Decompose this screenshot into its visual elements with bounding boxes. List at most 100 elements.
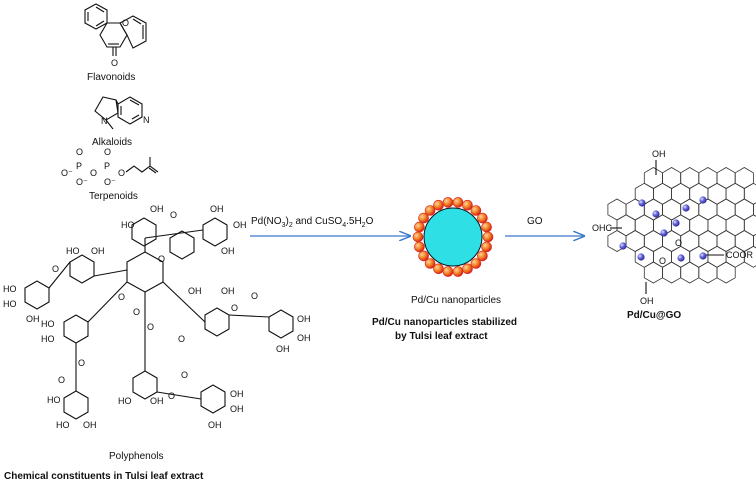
graphene-hexagon [716,167,736,189]
flavonoid-ring-oxygen: O [122,18,129,28]
terpenoid-p-2: P [104,161,110,171]
graphene-hexagon [662,198,682,221]
nanoparticle-shell-sphere [470,258,482,269]
graphene-hexagon [698,261,718,284]
oh-right-1: OH [188,286,202,296]
graphene-oxide-sheet [607,167,756,284]
oh-left-5: OH [91,246,105,256]
o-ester-left: O [118,292,125,302]
graphene-hexagon [698,167,718,189]
nanoparticle-shell-sphere [462,263,473,275]
nanoparticle-shell-sphere [414,221,425,233]
ho-lower-left-1: HO [47,395,61,405]
oh-bottom-right-1: OH [230,389,244,399]
nanoparticle-caption-line2: by Tulsi leaf extract [395,331,488,342]
graphene-hexagon [643,230,663,252]
oh-far-right-3: OH [276,344,290,354]
nanoparticle-shell-sphere [442,266,454,277]
ho-left-4: HO [66,246,80,256]
nanoparticle-shell-sphere [481,221,492,233]
flavonoid-carbonyl-oxygen: O [111,58,118,68]
oh-top-5: OH [150,204,164,214]
oh-bottom-right-3: OH [208,420,222,430]
terpenoid-o-bottom-2: O⁻ [104,177,116,187]
nanoparticle-shell-sphere [424,205,436,216]
pd-cu-nanoparticle [412,197,494,277]
o-ketone-left: O [52,264,59,274]
graphene-hexagon [725,182,745,205]
alkaloid-pyridine-n: N [143,115,150,125]
ho-left-1: HO [3,284,17,294]
o-ester-right: O [231,303,238,313]
nanoparticle-shell-sphere [462,199,473,211]
pd-cu-particle [652,210,660,218]
terpenoids-label: Terpenoids [89,191,138,202]
ho-left-2: HO [3,299,17,309]
nanoparticle-core [423,207,483,267]
o-carbonyl-right: O [178,334,185,344]
nanoparticle-shell-sphere [470,205,482,216]
nanoparticle-shell-sphere [482,231,494,243]
graphene-hexagon [662,167,682,189]
graphene-hexagon [707,182,727,205]
o-link-lower-left: O [78,358,85,368]
terpenoid-o-top-2: O [104,147,111,157]
nanoparticle-shell-sphere [424,258,436,269]
go-oh-top: OH [652,149,666,159]
graphene-hexagon [671,182,691,205]
alkaloid-pyrrolidine-n: N [101,116,108,126]
graphene-hexagon [607,198,627,221]
graphene-hexagon [698,230,718,252]
pd-cu-particle [660,229,668,237]
nanoparticle-shell-sphere [481,241,492,253]
graphene-hexagon [643,167,663,189]
pd-cu-particle [619,242,627,250]
nanoparticle-shell-sphere [412,231,424,243]
go-epoxide-o-2: O [659,256,666,266]
terpenoid-o-minus-1: O⁻ [61,168,73,178]
nanoparticle-shell-sphere [477,212,488,224]
graphene-hexagon [734,167,754,189]
pd-cu-particle [677,254,685,262]
pd-cu-on-graphene [619,196,707,262]
pd-cu-particle [637,253,645,261]
terpenoid-p-1: P [76,161,82,171]
o-ketone-mid: O [133,307,140,317]
graphene-hexagon [743,214,756,237]
nanoparticle-shell-sphere [452,197,464,208]
go-oh-bottom: OH [640,296,654,306]
nanoparticle-shell-sphere [433,199,444,211]
graphene-hexagon [653,182,672,205]
nanoparticle-shell-sphere [477,250,488,262]
reaction2-reagent: GO [527,216,543,227]
pd-cu-particle [682,204,690,212]
go-cho-left: OHC [592,223,613,233]
alkaloid-structure: N N [94,96,150,130]
ho-mid-2: HO [41,334,55,344]
oh-top-2: OH [233,220,247,230]
terpenoid-ester-o: O [118,168,125,178]
o-carbonyl-lower-left: O [58,375,65,385]
graphene-hexagon [643,198,663,221]
graphene-hexagon [734,230,754,252]
pd-cu-particle [699,196,707,204]
terpenoid-o-top-1: O [76,147,83,157]
graphene-hexagon [680,230,700,252]
nanoparticle-shell-sphere [418,212,429,224]
terpenoid-o-bottom-1: O⁻ [76,177,88,187]
tulsi-constituents-caption: Chemical constituents in Tulsi leaf extr… [4,471,204,482]
graphene-hexagon [634,214,654,237]
go-epoxide-o-1: O [675,238,682,248]
ho-mid-1: HO [41,319,55,329]
flavonoid-structure: O O [84,3,147,68]
polyphenols-label: Polyphenols [109,451,163,462]
oh-far-right-2: OH [297,333,311,343]
oh-bottom-2: OH [150,396,164,406]
graphene-hexagon [616,214,636,237]
flavonoids-label: Flavonoids [87,72,135,83]
graphene-hexagon [734,198,754,221]
oh-top-3: OH [221,246,235,256]
o-ester-bottom-2: O [168,391,175,401]
